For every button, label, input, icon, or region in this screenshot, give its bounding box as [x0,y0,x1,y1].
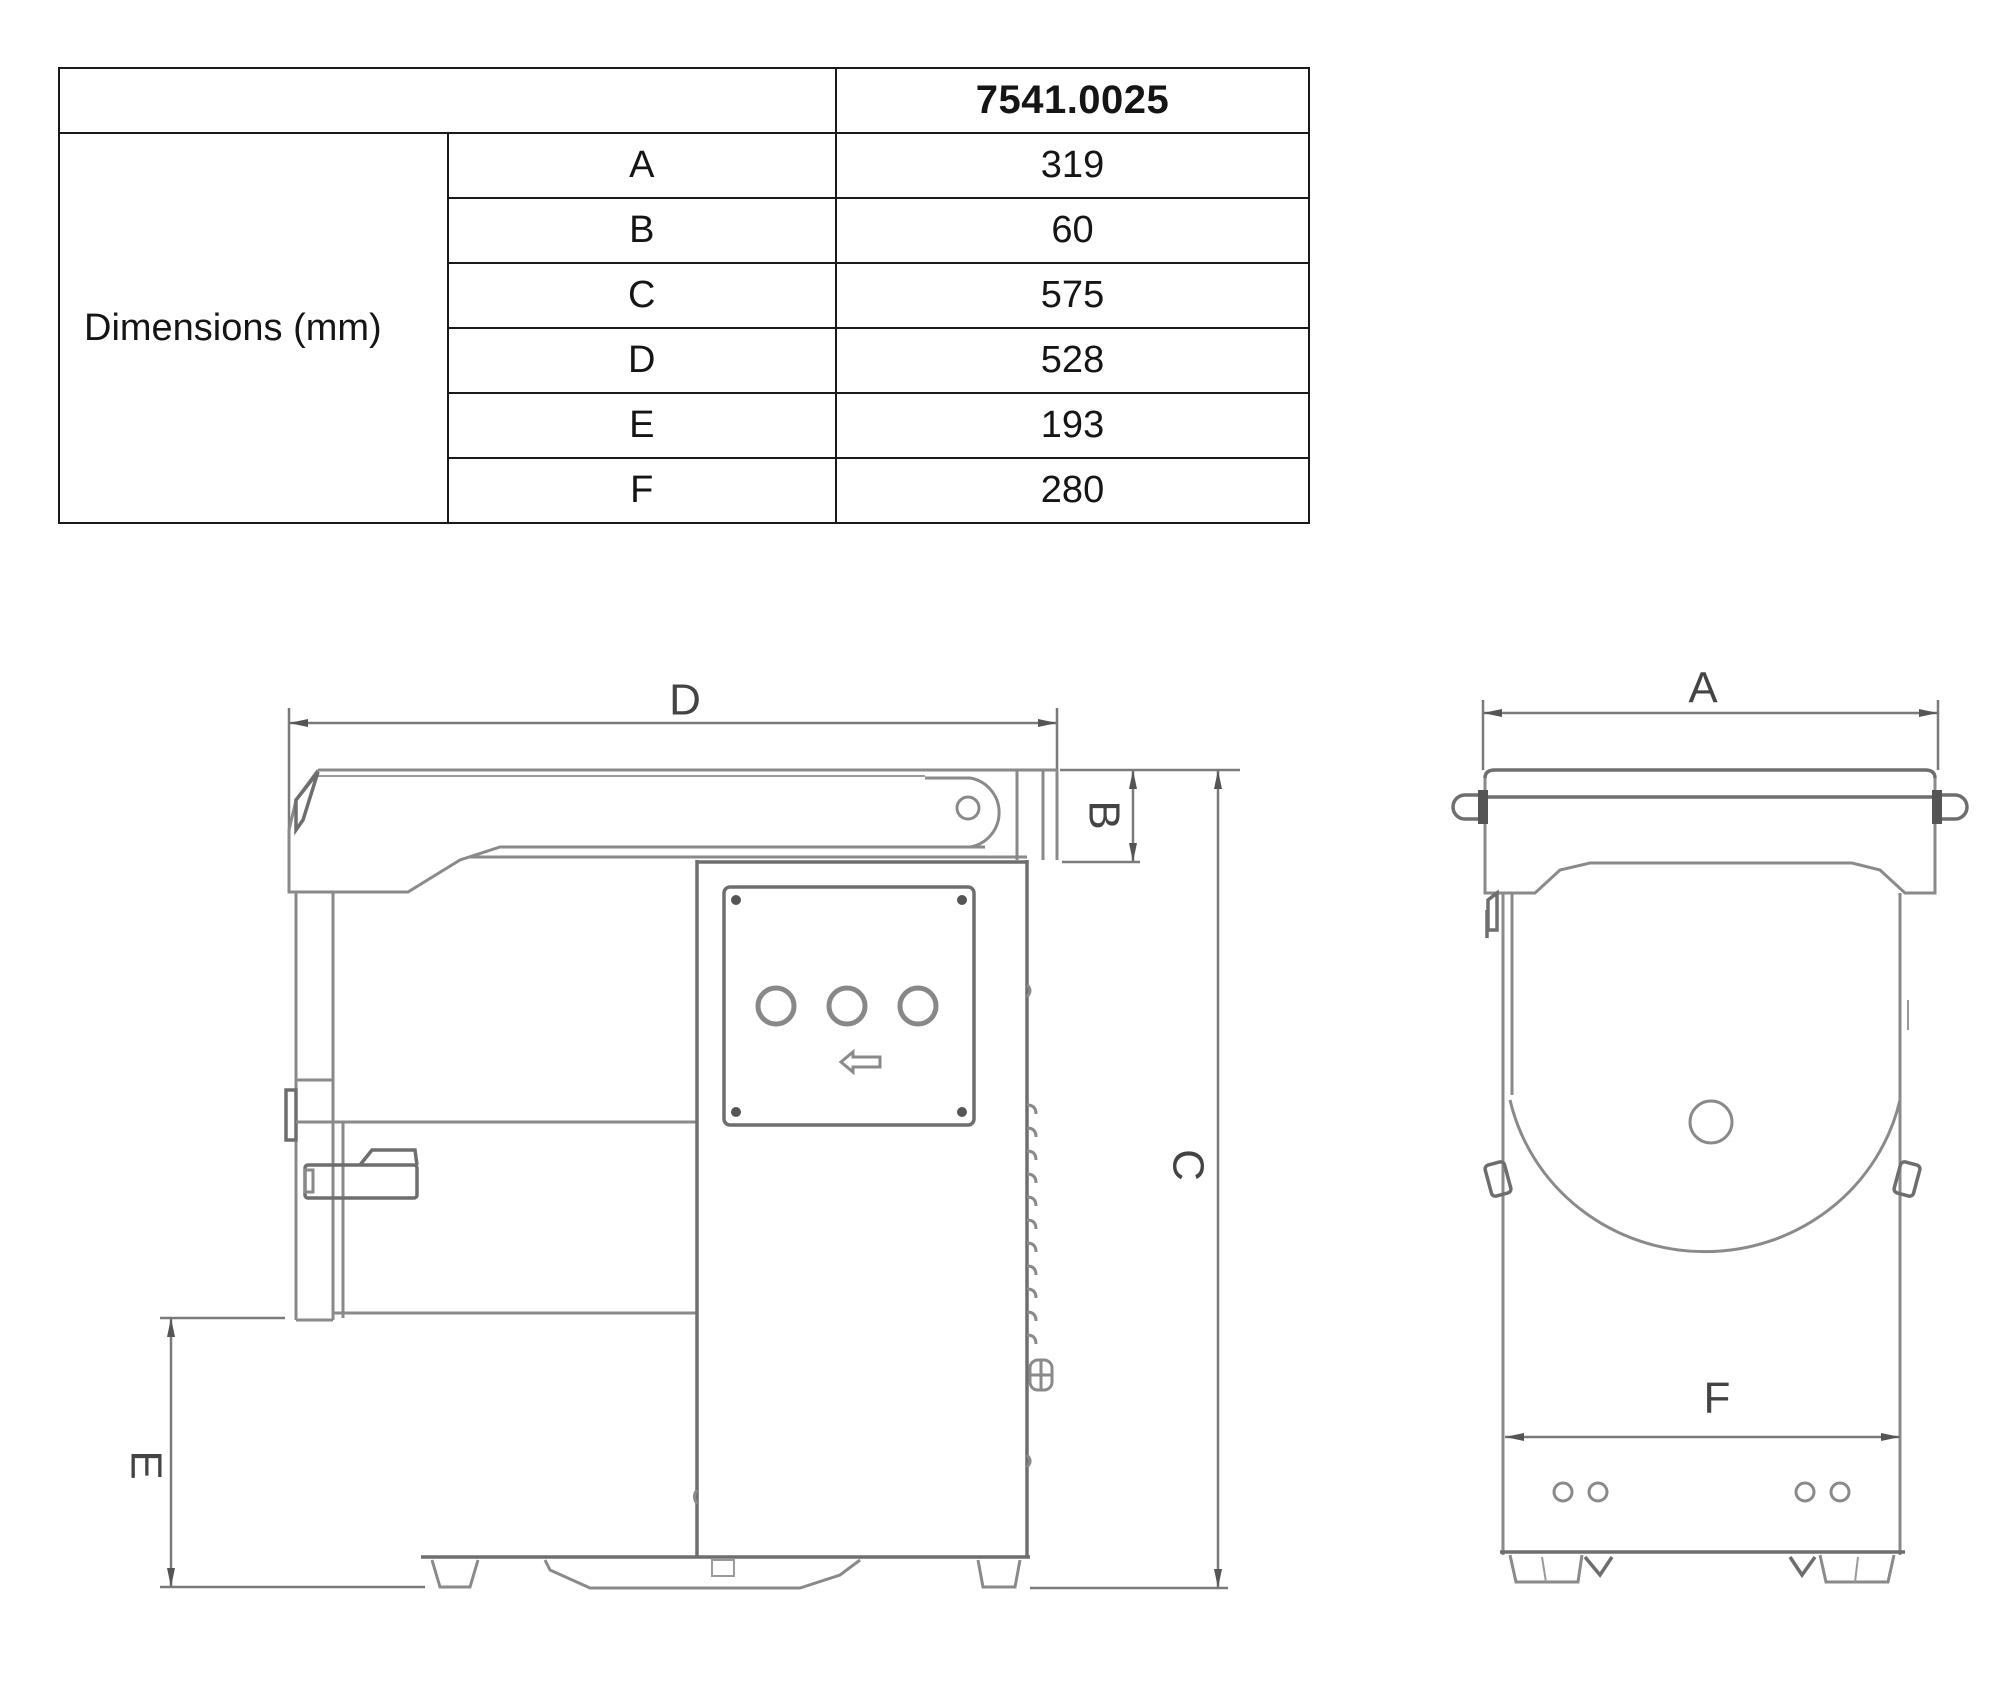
dimension-label-a: A [1688,664,1718,713]
table-row: D 528 [59,327,1310,394]
rear-column [284,892,697,1322]
dimension-d: D [287,676,1059,860]
dimension-key: A [446,132,837,199]
front-base [1500,1550,1905,1584]
center-hub-icon [1688,1099,1734,1145]
dimension-e: E [122,1316,425,1589]
dimension-label-d: D [669,676,701,725]
dimension-key: B [446,197,837,264]
dimension-value: 528 [835,327,1310,394]
dimension-key: D [446,327,837,394]
dimension-key: F [446,457,837,524]
dimension-value: 60 [835,197,1310,264]
table-row: Dimensions (mm) A 319 [58,132,1310,524]
control-button-1-icon [755,985,797,1027]
dimension-f: F [1505,1374,1900,1441]
screw-icon [731,895,741,905]
dimension-c: C [1030,770,1228,1590]
screw-icon [731,1107,741,1117]
control-panel [722,885,976,1127]
dimension-label-b: B [1080,800,1129,829]
dimensions-group-label: Dimensions (mm) [58,132,449,524]
dimension-a: A [1481,664,1940,770]
screw-icon [957,1107,967,1117]
dimension-value: 319 [835,132,1310,199]
base [421,1555,1030,1590]
dimensions-spec-table: 7541.0025 Dimensions (mm) A 319 B 60 C 5… [58,67,1310,524]
screw-icon [957,895,967,905]
vent-ribs [693,983,1054,1505]
table-row: F 280 [59,457,1310,524]
table-header-empty-cell [58,67,837,134]
dimension-value: 575 [835,262,1310,329]
table-header-row: 7541.0025 [58,67,1310,134]
lid [287,768,1059,894]
arrow-left-icon [838,1048,882,1076]
side-handle [303,1148,419,1200]
model-number-header: 7541.0025 [835,67,1310,134]
mounting-holes [1552,1481,1851,1503]
control-button-2-icon [826,985,868,1027]
dimension-label-f: F [1704,1374,1731,1423]
table-row: C 575 [59,262,1310,329]
dimension-key: C [446,262,837,329]
dimension-key: E [446,392,837,459]
dimension-b: B [1060,768,1240,864]
table-row: E 193 [59,392,1310,459]
front-body [1483,893,1922,1555]
cabinet [695,860,1029,1558]
control-button-3-icon [897,985,939,1027]
table-row: B 60 [59,197,1310,264]
latch-left-icon [1451,793,1485,821]
dimension-label-e: E [122,1450,171,1479]
dimension-value: 193 [835,392,1310,459]
side-view-drawing: D B C [122,676,1240,1590]
front-view-drawing: A [1451,664,1969,1584]
dimension-label-c: C [1164,1149,1213,1181]
latch-right-icon [1935,793,1969,821]
front-lid [1451,768,1969,938]
dimension-value: 280 [835,457,1310,524]
